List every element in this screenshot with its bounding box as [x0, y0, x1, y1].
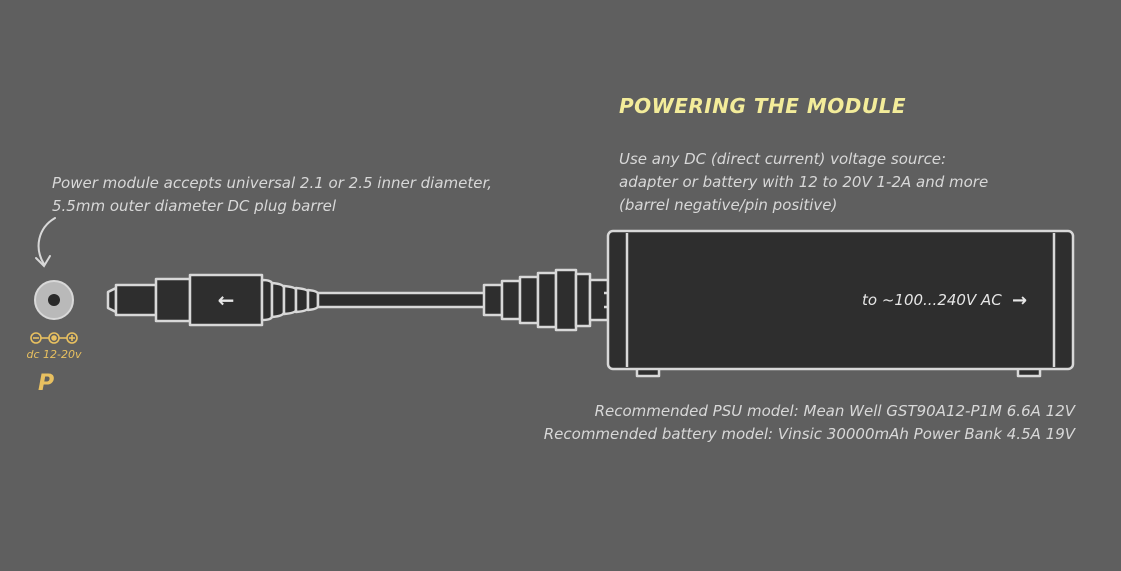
- jack-note-line-1: Power module accepts universal 2.1 or 2.…: [52, 174, 493, 192]
- intro-line-2: adapter or battery with 12 to 20V 1-2A a…: [619, 173, 989, 191]
- psu-label: to ~100...240V AC: [862, 291, 1002, 309]
- pointer-arrow-icon: [35, 217, 56, 268]
- polarity-icon: [30, 332, 78, 344]
- jack-marking: P: [38, 371, 54, 396]
- dc-plug: [106, 273, 320, 327]
- psu-arrow-icon: →: [1012, 290, 1027, 311]
- jack-voltage-label: dc 12-20v: [27, 348, 82, 361]
- jack-note-line-2: 5.5mm outer diameter DC plug barrel: [52, 197, 337, 215]
- recommendation-psu: Recommended PSU model: Mean Well GST90A1…: [594, 402, 1075, 420]
- psu-strain-relief: [482, 268, 612, 332]
- page-title: POWERING THE MODULE: [619, 94, 906, 118]
- psu-body: [606, 229, 1075, 378]
- intro-line-1: Use any DC (direct current) voltage sour…: [619, 150, 947, 168]
- dc-jack-socket: [34, 280, 74, 320]
- recommendation-battery: Recommended battery model: Vinsic 30000m…: [543, 425, 1075, 443]
- power-cable: [316, 291, 488, 309]
- plug-arrow-icon: ←: [218, 288, 235, 312]
- intro-line-3: (barrel negative/pin positive): [619, 196, 838, 214]
